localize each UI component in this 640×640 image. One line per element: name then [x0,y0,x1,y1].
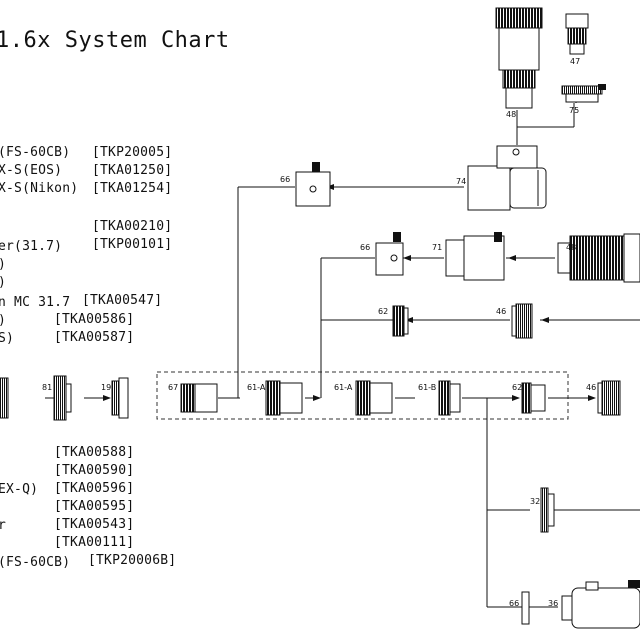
parts-list-bottom-code-2: [TKA00596] [54,481,135,496]
part-36-camera [561,580,640,629]
label-62-main: 62 [512,383,523,392]
parts-list-bottom-code-1: [TKA00590] [54,463,135,478]
parts-list-top-code-4: [TKP00101] [92,237,173,252]
parts-list-top-code-8: [TKA00586] [54,312,135,327]
parts-list-top-code-2: [TKA01254] [92,181,173,196]
parts-list-bottom-code-0: [TKA00588] [54,445,135,460]
label-75: 75 [569,106,580,115]
part-61-a-second [355,380,393,416]
parts-list-bottom-name-2: EX-Q) [0,482,39,497]
parts-list-bottom-code-3: [TKA00595] [54,499,135,514]
parts-list-top-name-9: S) [0,331,15,346]
part-74 [467,145,547,211]
part-32 [540,487,555,533]
parts-list-top-code-1: [TKA01250] [92,163,173,178]
part-71 [445,232,505,281]
label-71: 71 [432,243,443,252]
parts-list-top-code-9: [TKA00587] [54,330,135,345]
parts-list-top-code-7: [TKA00547] [82,293,163,308]
part-19 [111,377,129,419]
label-81: 81 [42,383,53,392]
part-66-middle [375,232,404,276]
label-48-side: 48 [566,243,577,252]
part-62-main [521,382,546,414]
part-66-upper [295,162,331,207]
arrows [326,85,640,323]
parts-list-top-name-1: X-S(EOS) [0,163,63,178]
label-66-upper: 66 [280,175,291,184]
parts-list-top-name-5: ) [0,258,6,271]
label-47: 47 [570,57,581,66]
part-46-main [597,380,621,416]
label-36: 36 [548,599,559,608]
label-61-a-second: 61-A [334,383,353,392]
part-61-a-first [265,380,303,416]
part-67 [180,383,218,413]
part-48-eyepiece-side [557,233,640,283]
label-67: 67 [168,383,179,392]
parts-list-bottom-code-6: [TKP20006B] [88,553,177,568]
part-81 [53,375,72,421]
parts-list-top-name-6: ) [0,276,6,289]
label-66-middle: 66 [360,243,371,252]
label-46-upper: 46 [496,307,507,316]
part-62-upper [392,305,409,337]
label-61-b: 61-B [418,383,437,392]
part-66-lower [521,591,530,625]
part-left-edge [0,377,9,419]
label-61-a-first: 61-A [247,383,266,392]
label-46-main: 46 [586,383,597,392]
part-61-b [438,380,461,416]
label-74: 74 [456,177,467,186]
label-48-top: 48 [506,110,517,119]
parts-list-top-name-4: er(31.7) [0,239,63,254]
part-48-eyepiece-top [495,7,543,109]
parts-list-top-name-0: (FS-60CB) [0,145,71,160]
parts-list-top-name-2: X-S(Nikon) [0,181,79,196]
label-62-upper: 62 [378,307,389,316]
parts-list-bottom-name-6: (FS-60CB) [0,555,71,570]
parts-list-bottom-code-4: [TKA00543] [54,517,135,532]
parts-list-bottom-code-5: [TKA00111] [54,535,135,550]
label-32: 32 [530,497,541,506]
parts-list-top-code-0: [TKP20005] [92,145,173,160]
part-75 [561,84,606,103]
parts-list-top-name-7: n MC 31.7 [0,295,71,310]
system-dashed-box [156,371,569,420]
label-66-lower: 66 [509,599,520,608]
part-46-upper [511,303,533,339]
parts-list-top-name-8: ) [0,314,6,327]
label-19: 19 [101,383,112,392]
parts-list-top-code-3: [TKA00210] [92,219,173,234]
page-title: 1.6x System Chart [0,28,230,53]
parts-list-bottom-name-4: r [0,518,7,533]
part-47 [565,13,589,55]
